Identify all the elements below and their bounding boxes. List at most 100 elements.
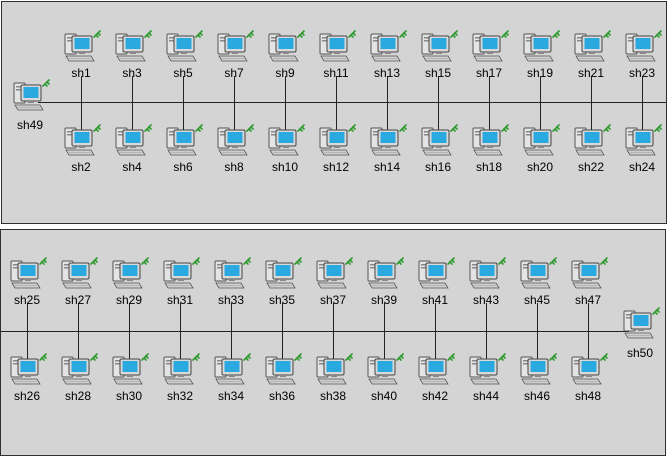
computer-icon [217, 30, 254, 62]
host-node[interactable]: sh22 [566, 124, 616, 174]
host-node[interactable]: sh11 [311, 30, 361, 80]
host-label: sh32 [166, 389, 194, 403]
host-node[interactable]: sh29 [104, 257, 154, 307]
host-node[interactable]: sh3 [107, 30, 157, 80]
host-label: sh21 [577, 66, 605, 80]
host-label: sh23 [628, 66, 656, 80]
computer-icon [418, 257, 455, 289]
host-link-line [591, 102, 592, 130]
host-node[interactable]: sh2 [56, 124, 106, 174]
host-node[interactable]: sh39 [359, 257, 409, 307]
host-node[interactable]: sh15 [413, 30, 463, 80]
computer-icon [163, 257, 200, 289]
network-bus-line [38, 102, 666, 103]
host-node[interactable]: sh23 [617, 30, 666, 80]
host-node[interactable]: sh1 [56, 30, 106, 80]
host-label: sh20 [526, 160, 554, 174]
host-node[interactable]: sh12 [311, 124, 361, 174]
host-node[interactable]: sh5 [158, 30, 208, 80]
host-node[interactable]: sh30 [104, 353, 154, 403]
computer-icon [472, 124, 509, 156]
host-link-line [27, 303, 28, 331]
host-label: sh47 [574, 293, 602, 307]
host-node[interactable]: sh21 [566, 30, 616, 80]
host-link-line [231, 331, 232, 359]
host-link-line [180, 331, 181, 359]
host-link-line [336, 102, 337, 130]
computer-icon [64, 124, 101, 156]
host-node[interactable]: sh25 [2, 257, 52, 307]
host-node[interactable]: sh13 [362, 30, 412, 80]
host-label: sh37 [319, 293, 347, 307]
host-node[interactable]: sh34 [206, 353, 256, 403]
computer-icon [469, 353, 506, 385]
host-label: sh26 [13, 389, 41, 403]
host-link-line [180, 303, 181, 331]
computer-icon [623, 307, 660, 339]
gateway-host-node[interactable]: sh50 [615, 307, 665, 360]
host-node[interactable]: sh18 [464, 124, 514, 174]
computer-icon [421, 30, 458, 62]
computer-icon [265, 257, 302, 289]
host-node[interactable]: sh20 [515, 124, 565, 174]
host-node[interactable]: sh17 [464, 30, 514, 80]
host-node[interactable]: sh43 [461, 257, 511, 307]
host-node[interactable]: sh35 [257, 257, 307, 307]
host-label: sh25 [13, 293, 41, 307]
computer-icon [625, 124, 662, 156]
gateway-host-node[interactable]: sh49 [5, 79, 55, 132]
host-node[interactable]: sh7 [209, 30, 259, 80]
host-label: sh28 [64, 389, 92, 403]
host-node[interactable]: sh31 [155, 257, 205, 307]
host-node[interactable]: sh48 [563, 353, 613, 403]
host-label: sh11 [323, 66, 349, 80]
host-link-line [438, 102, 439, 130]
host-label: sh3 [122, 66, 142, 80]
host-node[interactable]: sh16 [413, 124, 463, 174]
host-node[interactable]: sh19 [515, 30, 565, 80]
host-label: sh33 [217, 293, 245, 307]
host-node[interactable]: sh33 [206, 257, 256, 307]
host-node[interactable]: sh14 [362, 124, 412, 174]
host-node[interactable]: sh41 [410, 257, 460, 307]
host-label: sh13 [373, 66, 401, 80]
host-link-line [588, 303, 589, 331]
host-label: sh17 [475, 66, 503, 80]
computer-icon [10, 353, 47, 385]
host-node[interactable]: sh24 [617, 124, 666, 174]
host-node[interactable]: sh8 [209, 124, 259, 174]
host-link-line [489, 102, 490, 130]
host-node[interactable]: sh26 [2, 353, 52, 403]
top-network-panel: sh1 sh3 [1, 1, 667, 224]
host-node[interactable]: sh9 [260, 30, 310, 80]
host-label: sh2 [71, 160, 91, 174]
host-link-line [333, 303, 334, 331]
host-link-line [282, 331, 283, 359]
host-node[interactable]: sh47 [563, 257, 613, 307]
computer-icon [523, 30, 560, 62]
host-node[interactable]: sh27 [53, 257, 103, 307]
host-label: sh24 [628, 160, 656, 174]
host-link-line [384, 331, 385, 359]
host-node[interactable]: sh4 [107, 124, 157, 174]
host-node[interactable]: sh32 [155, 353, 205, 403]
host-node[interactable]: sh40 [359, 353, 409, 403]
computer-icon [64, 30, 101, 62]
host-node[interactable]: sh45 [512, 257, 562, 307]
computer-icon [268, 124, 305, 156]
host-link-line [129, 331, 130, 359]
host-node[interactable]: sh36 [257, 353, 307, 403]
host-link-line [384, 303, 385, 331]
host-node[interactable]: sh28 [53, 353, 103, 403]
host-node[interactable]: sh38 [308, 353, 358, 403]
computer-icon [61, 353, 98, 385]
host-label: sh45 [523, 293, 551, 307]
host-label: sh29 [115, 293, 143, 307]
host-link-line [78, 303, 79, 331]
host-node[interactable]: sh37 [308, 257, 358, 307]
host-node[interactable]: sh10 [260, 124, 310, 174]
host-node[interactable]: sh44 [461, 353, 511, 403]
host-node[interactable]: sh42 [410, 353, 460, 403]
host-node[interactable]: sh6 [158, 124, 208, 174]
host-node[interactable]: sh46 [512, 353, 562, 403]
